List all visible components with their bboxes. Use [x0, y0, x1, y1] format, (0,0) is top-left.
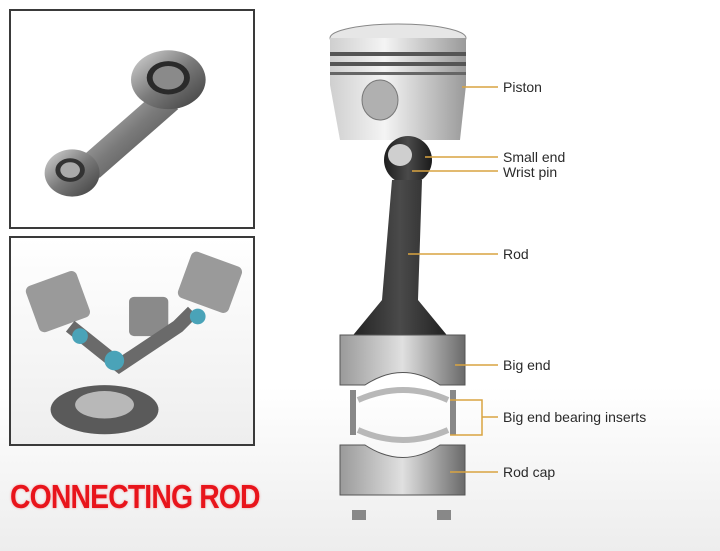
- label-rod: Rod: [503, 246, 529, 262]
- exploded-rod-diagram: Piston Small end Wrist pin Rod Big end B…: [300, 0, 720, 551]
- piston-shape: [329, 23, 467, 140]
- v-engine-cutaway-image: [25, 251, 243, 435]
- label-rod-cap: Rod cap: [503, 464, 556, 480]
- connecting-rod-photo: [44, 50, 206, 197]
- leader-lines: [408, 86, 498, 473]
- rod-cap-shape: [339, 444, 466, 520]
- diagram-title: CONNECTING ROD: [10, 478, 261, 515]
- exploded-parts-illustration: [329, 23, 498, 520]
- v-engine-cutaway-panel: [9, 236, 255, 446]
- label-piston: Piston: [503, 79, 542, 95]
- label-small-end: Small end: [503, 149, 566, 165]
- connecting-rod-photo-panel: [9, 9, 255, 229]
- label-big-end: Big end: [503, 357, 551, 373]
- rod-shape: [339, 136, 466, 443]
- label-bearing-inserts: Big end bearing inserts: [503, 409, 647, 425]
- label-wrist-pin: Wrist pin: [503, 164, 558, 180]
